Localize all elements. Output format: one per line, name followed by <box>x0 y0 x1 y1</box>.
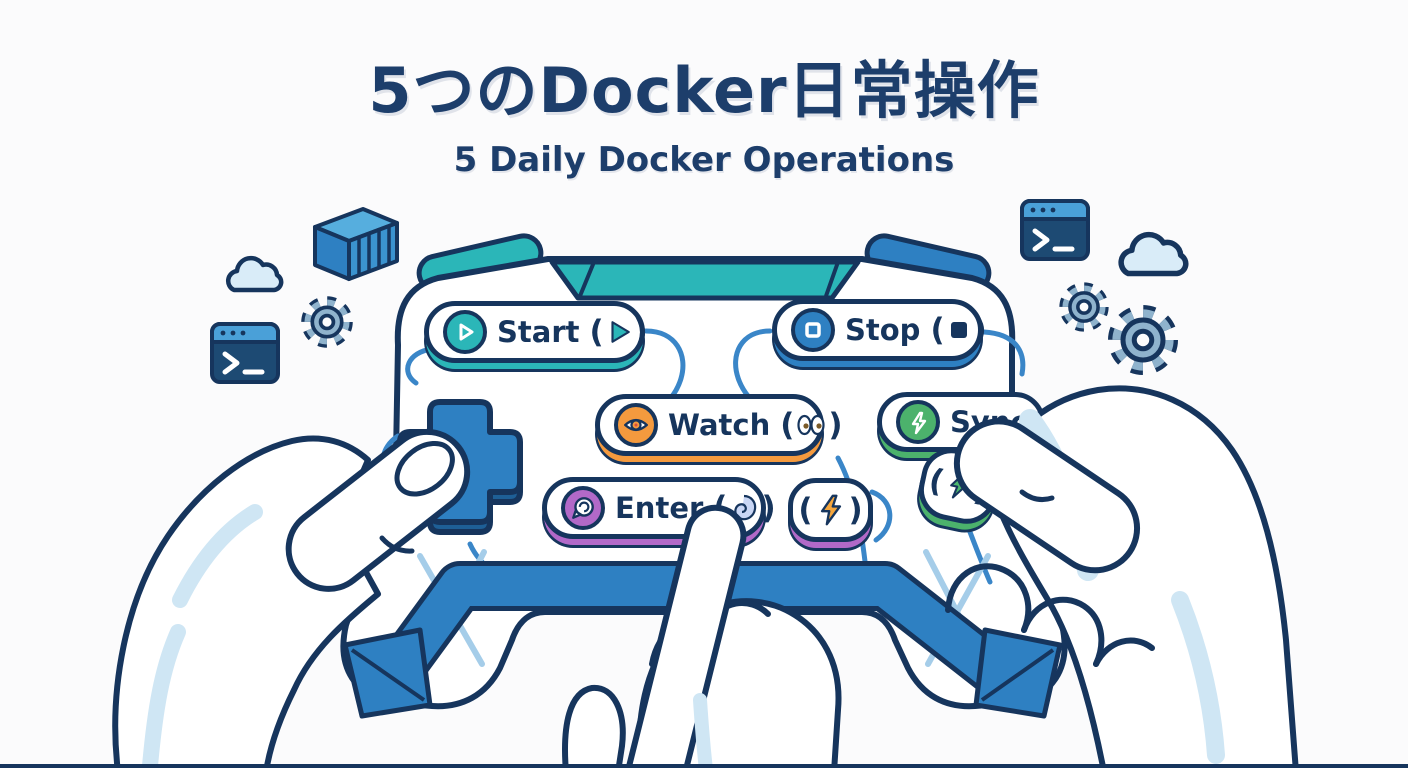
stop-button[interactable]: Stop ( ) <box>772 299 987 361</box>
stop-key-hint: ( ) <box>930 312 987 348</box>
start-key-hint: ( ) <box>589 314 648 350</box>
bottom-edge-line <box>0 764 1408 768</box>
enter-label: Enter <box>615 491 704 525</box>
lightning-icon <box>896 400 940 444</box>
watch-button[interactable]: Watch ( ) <box>595 394 843 456</box>
right-hand <box>945 385 1299 768</box>
eye-icon <box>614 403 658 447</box>
watch-key-hint: ( ) <box>780 407 843 443</box>
play-icon <box>443 310 487 354</box>
play-icon <box>611 321 630 343</box>
top-band <box>549 259 861 301</box>
stop-label: Stop <box>845 313 921 347</box>
shell-icon <box>561 486 605 530</box>
page-title: 5つのDocker日常操作 <box>368 54 1040 127</box>
quick-button-lightning[interactable]: ( ) <box>788 478 873 542</box>
start-label: Start <box>497 315 580 349</box>
left-hand <box>112 428 471 768</box>
watch-label: Watch <box>668 408 771 442</box>
header: 5つのDocker日常操作 5 Daily Docker Operations <box>0 40 1408 180</box>
page-subtitle: 5 Daily Docker Operations <box>453 140 955 180</box>
pointing-hand <box>562 504 842 768</box>
eyes-icon <box>797 414 826 436</box>
container-icon <box>313 207 399 281</box>
lightning-orange-icon <box>820 494 841 526</box>
stop-square-icon <box>950 322 967 338</box>
start-button[interactable]: Start ( ) <box>424 301 648 363</box>
stop-square-icon <box>791 308 835 352</box>
